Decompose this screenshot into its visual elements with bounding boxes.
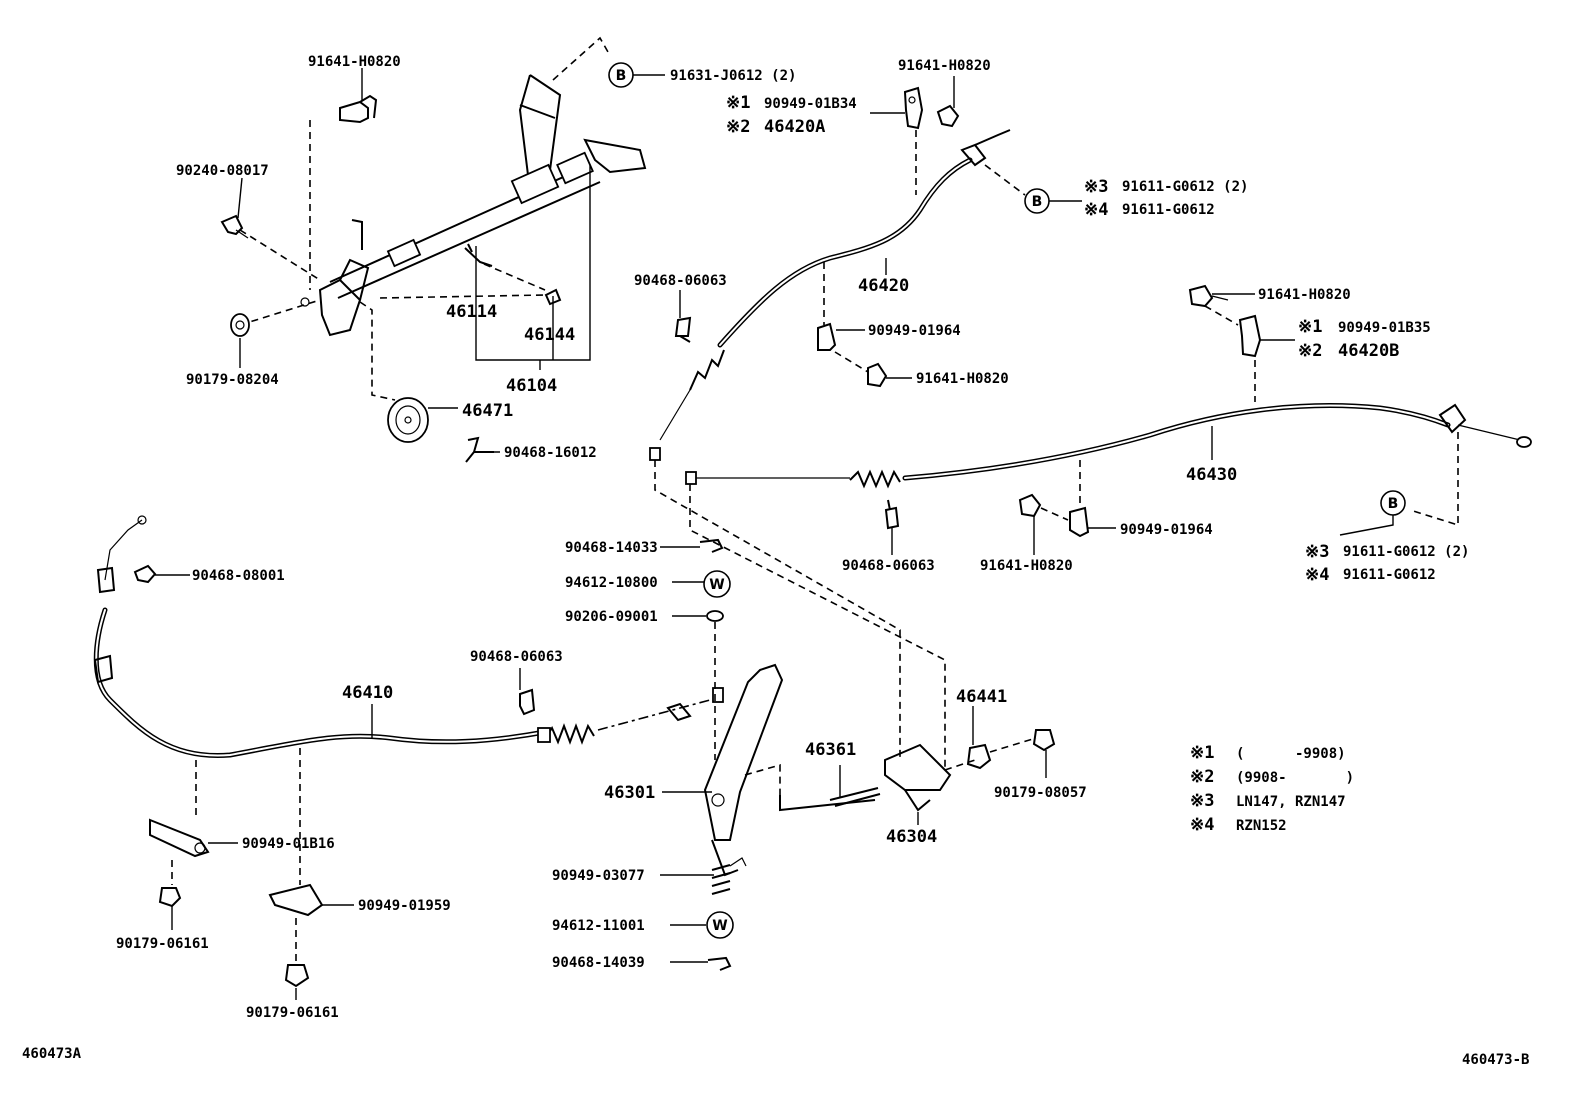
label-90468-14033: 90468-14033 [565, 540, 658, 556]
note-mark-4: ※4 [1084, 200, 1108, 220]
cable-46420 [649, 86, 1026, 461]
label-90949-01964: 90949-01964 [868, 323, 961, 339]
label-46430: 46430 [1186, 465, 1237, 485]
ref-w-letter: W [709, 577, 724, 593]
label-90949-01b16: 90949-01B16 [242, 836, 335, 852]
note-mark-3: ※3 [1084, 177, 1108, 197]
equalizer-46304 [884, 729, 1056, 812]
label-46144: 46144 [524, 325, 575, 345]
note-2-text: (9908- ) [1236, 770, 1354, 786]
label-90468-14039: 90468-14039 [552, 955, 645, 971]
label-91641-h0820: 91641-H0820 [980, 558, 1073, 574]
note-mark-4: ※4 [1305, 565, 1329, 585]
ref-w-upper: W [703, 570, 731, 598]
note-4-text: RZN152 [1236, 818, 1287, 834]
cable-46430 [685, 284, 1532, 538]
ref-b-letter: B [1388, 496, 1399, 512]
label-46420b: 46420B [1338, 341, 1399, 361]
ref-b-lower-right: B [1339, 490, 1406, 536]
ref-b-top: B [608, 62, 665, 88]
route-line-b [689, 484, 946, 770]
lever-46301 [699, 538, 881, 971]
note-mark-2: ※2 [726, 117, 750, 137]
pedal-assembly [220, 36, 647, 463]
label-90179-08204: 90179-08204 [186, 372, 279, 388]
label-90468-16012: 90468-16012 [504, 445, 597, 461]
label-90468-06063: 90468-06063 [842, 558, 935, 574]
route-line-a [654, 460, 901, 760]
label-91611-g0612-2: 91611-G0612 (2) [1122, 179, 1248, 195]
label-90240-08017: 90240-08017 [176, 163, 269, 179]
label-46301: 46301 [604, 783, 655, 803]
label-46304: 46304 [886, 827, 937, 847]
note-mark-2: ※2 [1298, 341, 1322, 361]
label-91611-g0612: 91611-G0612 [1343, 567, 1436, 583]
ref-b-letter: B [1032, 194, 1043, 210]
ref-b-right: B [1024, 188, 1082, 214]
label-46420: 46420 [858, 276, 909, 296]
ref-w-letter: W [712, 918, 727, 934]
note-mark-1: ※1 [1298, 317, 1322, 337]
label-90468-08001: 90468-08001 [192, 568, 285, 584]
figure-code-right: 460473-B [1462, 1052, 1529, 1068]
cable-46410 [93, 515, 724, 988]
note-1-mark: ※1 [1190, 743, 1214, 763]
leader-lines [155, 68, 1295, 1000]
label-46420a: 46420A [764, 117, 825, 137]
label-90179-06161: 90179-06161 [246, 1005, 339, 1021]
label-46104: 46104 [506, 376, 557, 396]
note-1-text: ( -9908) [1236, 746, 1346, 762]
label-94612-11001: 94612-11001 [552, 918, 645, 934]
label-90468-06063: 90468-06063 [634, 273, 727, 289]
label-91641-h0820: 91641-H0820 [1258, 287, 1351, 303]
ref-b-letter: B [616, 68, 627, 84]
label-90949-01964: 90949-01964 [1120, 522, 1213, 538]
label-46441: 46441 [956, 687, 1007, 707]
notes-legend: ※1 ( -9908) ※2 (9908- ) ※3 LN147, RZN147… [1190, 743, 1354, 835]
label-90949-03077: 90949-03077 [552, 868, 645, 884]
label-90468-06063: 90468-06063 [470, 649, 563, 665]
note-2-mark: ※2 [1190, 767, 1214, 787]
note-mark-1: ※1 [726, 93, 750, 113]
label-91641-h0820: 91641-H0820 [898, 58, 991, 74]
note-3-text: LN147, RZN147 [1236, 794, 1346, 810]
label-46114: 46114 [446, 302, 497, 322]
label-90949-01959: 90949-01959 [358, 898, 451, 914]
label-91641-h0820: 91641-H0820 [916, 371, 1009, 387]
label-46361: 46361 [805, 740, 856, 760]
label-91611-g0612-2: 91611-G0612 (2) [1343, 544, 1469, 560]
label-46410: 46410 [342, 683, 393, 703]
label-91611-g0612: 91611-G0612 [1122, 202, 1215, 218]
part-labels: 91641-H0820 91631-J0612 (2) 90240-08017 … [116, 54, 1469, 1021]
label-46471: 46471 [462, 401, 513, 421]
note-4-mark: ※4 [1190, 815, 1214, 835]
label-91631-j0612: 91631-J0612 (2) [670, 68, 796, 84]
figure-code-left: 460473A [22, 1046, 82, 1062]
label-90206-09001: 90206-09001 [565, 609, 658, 625]
ref-w-lower: W [706, 911, 734, 939]
label-90949-01b35: 90949-01B35 [1338, 320, 1431, 336]
label-91641-h0820: 91641-H0820 [308, 54, 401, 70]
label-90949-01b34: 90949-01B34 [764, 96, 857, 112]
label-90179-06161: 90179-06161 [116, 936, 209, 952]
label-90179-08057: 90179-08057 [994, 785, 1087, 801]
note-3-mark: ※3 [1190, 791, 1214, 811]
note-mark-3: ※3 [1305, 542, 1329, 562]
label-94612-10800: 94612-10800 [565, 575, 658, 591]
